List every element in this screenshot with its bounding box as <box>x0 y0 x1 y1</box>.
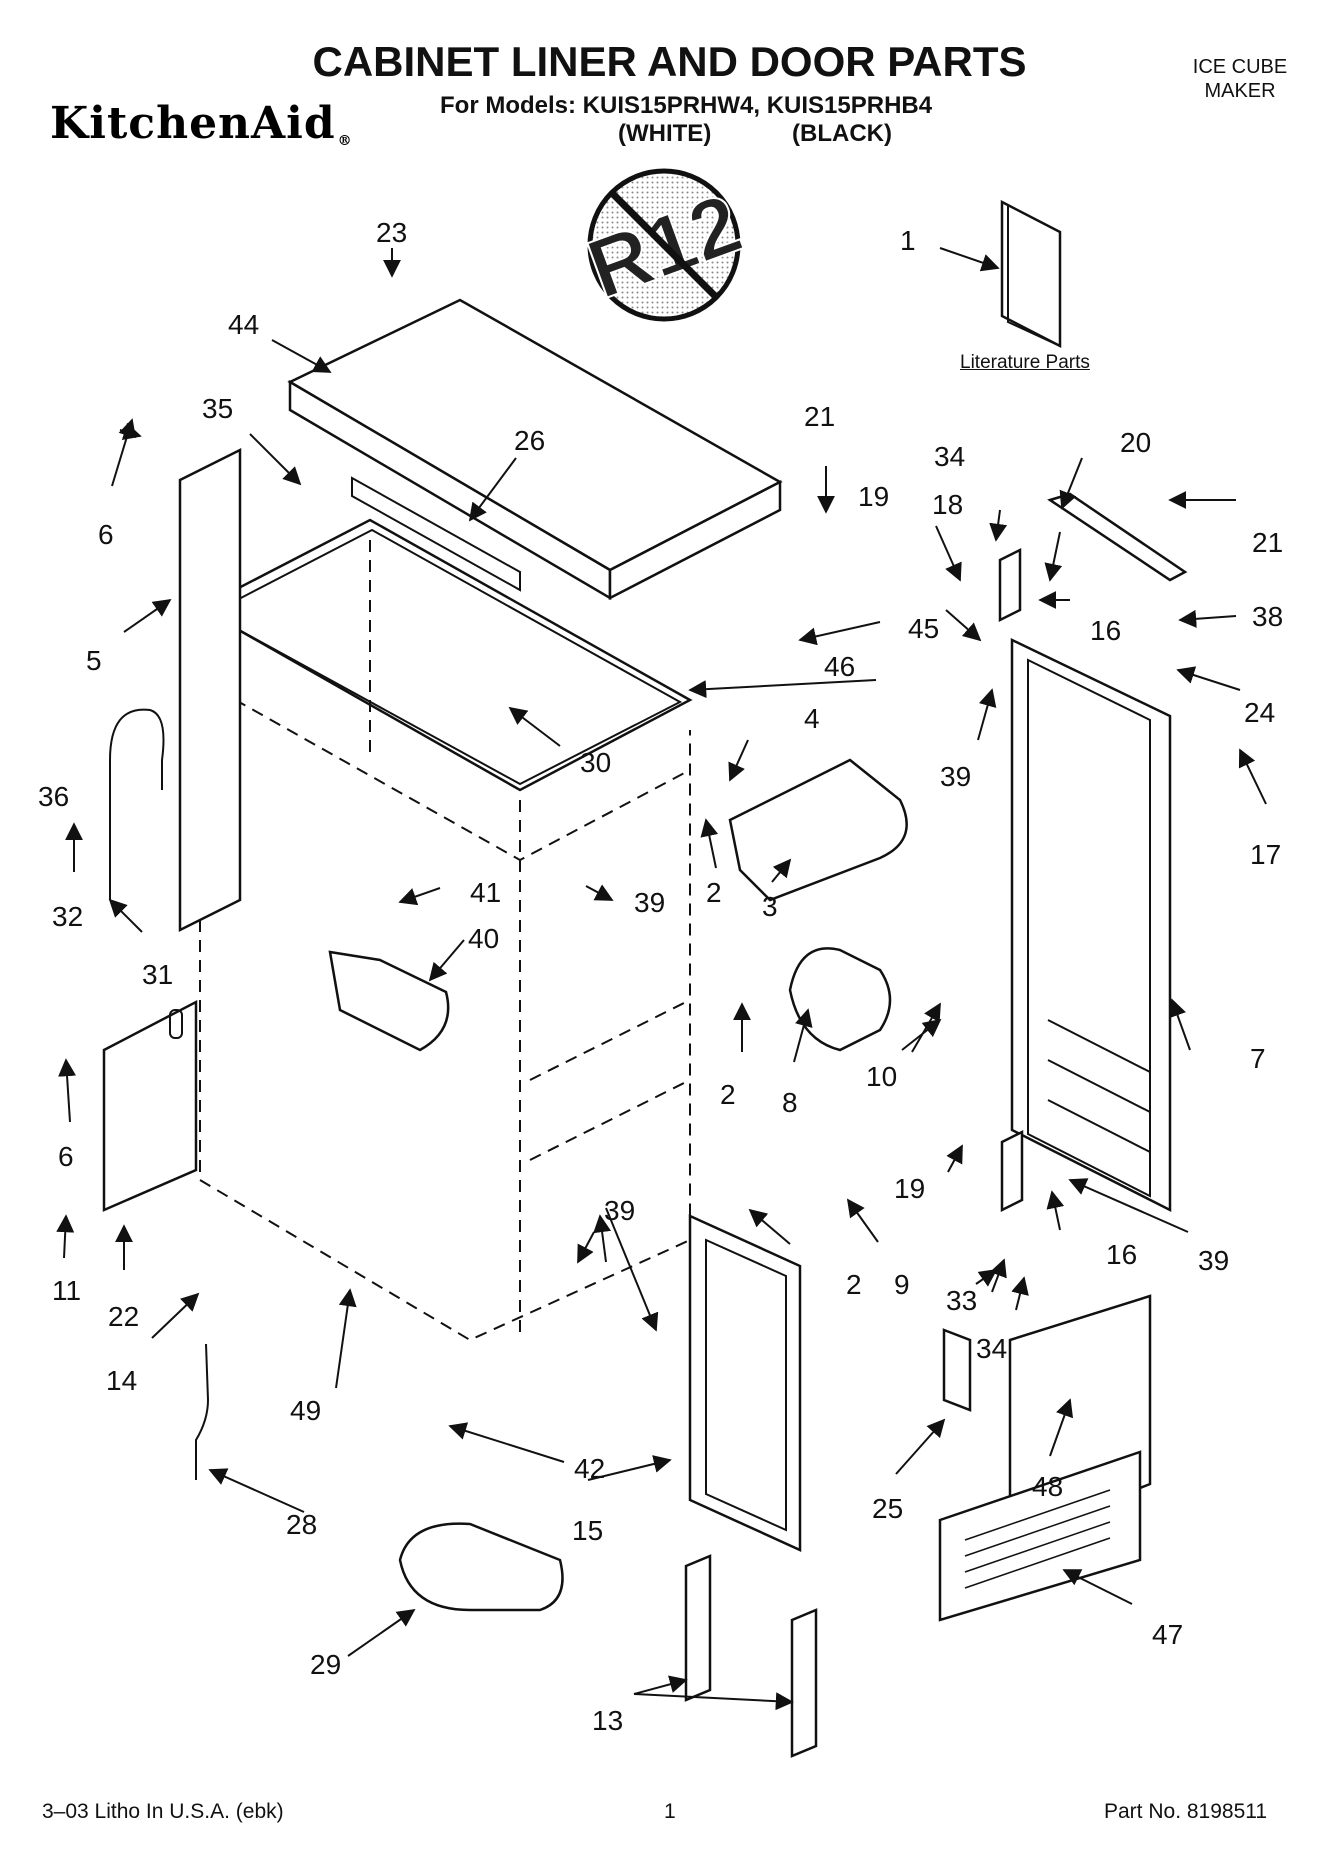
callout-39d: 39 <box>1198 1245 1229 1276</box>
ice-chute <box>728 758 908 902</box>
callout-30: 30 <box>580 747 611 778</box>
callout-2a: 2 <box>706 877 722 908</box>
callout-26: 26 <box>514 425 545 456</box>
callout-4: 4 <box>804 703 820 734</box>
brand-name: KitchenAid <box>50 98 336 149</box>
door-top-strip <box>1047 492 1188 582</box>
callout-19a: 19 <box>858 481 889 512</box>
callout-29: 29 <box>310 1649 341 1680</box>
callout-15: 15 <box>572 1515 603 1546</box>
kickplate-assembly <box>938 1294 1152 1622</box>
callout-24: 24 <box>1244 697 1275 728</box>
callout-9: 9 <box>894 1269 910 1300</box>
callout-11: 11 <box>52 1275 81 1306</box>
callout-22: 22 <box>108 1301 139 1332</box>
footer-page-number: 1 <box>664 1800 676 1823</box>
no-r12-refrigerant-icon: R12 <box>575 168 754 322</box>
callout-2b: 2 <box>720 1079 736 1110</box>
top-panel <box>287 298 783 601</box>
callout-6b: 6 <box>58 1141 74 1172</box>
callout-44: 44 <box>228 309 259 340</box>
callout-21a: 21 <box>804 401 835 432</box>
brand-logo: KitchenAid® <box>50 98 353 149</box>
literature-parts-label: Literature Parts <box>960 352 1090 373</box>
door-outer-panel <box>1010 638 1172 1213</box>
callout-23: 23 <box>376 217 407 248</box>
callout-35: 35 <box>202 393 233 424</box>
color-black-label: (BLACK) <box>792 120 892 147</box>
door-inner-frame <box>688 1214 802 1552</box>
callout-45: 45 <box>908 613 939 644</box>
callout-19b: 19 <box>894 1173 925 1204</box>
color-white-label: (WHITE) <box>618 120 712 147</box>
callout-39c: 39 <box>604 1195 635 1226</box>
callout-18: 18 <box>932 489 963 520</box>
callout-33: 33 <box>946 1285 977 1316</box>
callout-40: 40 <box>468 923 499 954</box>
callout-10: 10 <box>866 1061 897 1092</box>
callout-17: 17 <box>1250 839 1281 870</box>
back-access-plate <box>102 999 198 1212</box>
upper-hinge <box>998 547 1022 623</box>
callout-42: 42 <box>574 1453 605 1484</box>
category-line-1: ICE CUBE <box>1192 56 1288 78</box>
callout-20: 20 <box>1120 427 1151 458</box>
drain-tube <box>109 708 165 900</box>
callout-46: 46 <box>824 651 855 682</box>
callout-32: 32 <box>52 901 83 932</box>
callout-31: 31 <box>142 959 173 990</box>
callout-47: 47 <box>1152 1619 1183 1650</box>
callout-39a: 39 <box>634 887 665 918</box>
footer-part-number: Part No. 8198511 <box>1104 1800 1268 1823</box>
left-side-panel <box>178 447 242 933</box>
callout-labels: 1 2 2 2 3 4 5 6 6 7 8 9 10 11 13 14 15 1… <box>38 217 1283 1736</box>
page-title: CABINET LINER AND DOOR PARTS <box>312 38 1027 85</box>
callout-34a: 34 <box>934 441 965 472</box>
literature-parts-booklet <box>1000 199 1062 349</box>
callout-41: 41 <box>470 877 501 908</box>
callout-21b: 21 <box>1252 527 1283 558</box>
callout-1: 1 <box>900 225 916 256</box>
evaporator-cover <box>788 947 892 1052</box>
callout-3: 3 <box>762 891 778 922</box>
callout-49: 49 <box>290 1395 321 1426</box>
footer-print-info: 3–03 Litho In U.S.A. (ebk) <box>42 1800 284 1823</box>
callout-5: 5 <box>86 645 102 676</box>
leader-arrows <box>56 247 1267 1711</box>
ice-scoop <box>398 1522 564 1612</box>
callout-39b: 39 <box>940 761 971 792</box>
callout-28: 28 <box>286 1509 317 1540</box>
callout-2c: 2 <box>846 1269 862 1300</box>
callout-8: 8 <box>782 1087 798 1118</box>
callout-38: 38 <box>1252 601 1283 632</box>
callout-48: 48 <box>1032 1471 1063 1502</box>
callout-16b: 16 <box>1106 1239 1137 1270</box>
callout-25: 25 <box>872 1493 903 1524</box>
ice-deflector <box>328 950 450 1052</box>
models-line: For Models: KUIS15PRHW4, KUIS15PRHB4 <box>440 92 933 119</box>
drain-hose <box>195 1343 210 1480</box>
callout-13: 13 <box>592 1705 623 1736</box>
door-gasket-strips <box>684 1554 818 1758</box>
callout-36: 36 <box>38 781 69 812</box>
callout-34b: 34 <box>976 1333 1007 1364</box>
callout-7: 7 <box>1250 1043 1266 1074</box>
cabinet-liner <box>197 518 693 1342</box>
lower-hinge <box>1000 1129 1024 1213</box>
callout-6a: 6 <box>98 519 114 550</box>
category-line-2: MAKER <box>1204 80 1276 102</box>
registered-mark: ® <box>337 133 353 149</box>
callout-14: 14 <box>106 1365 137 1396</box>
callout-16a: 16 <box>1090 615 1121 646</box>
